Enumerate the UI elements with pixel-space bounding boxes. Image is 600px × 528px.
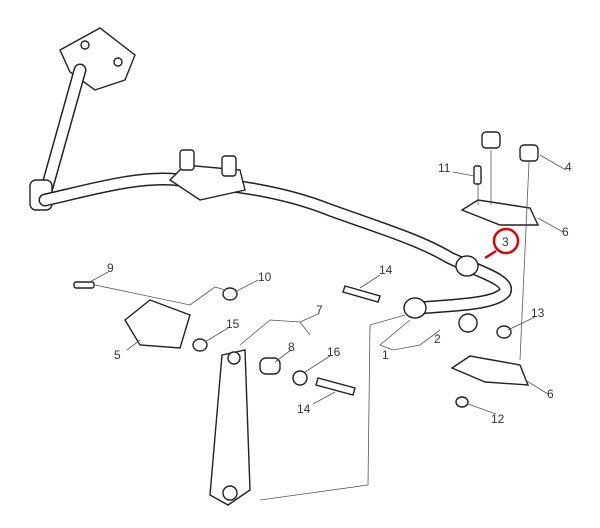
callout-10: 10	[258, 270, 272, 284]
bolt-part-14-upper	[342, 285, 381, 303]
stabilizer-bar	[38, 149, 512, 319]
bracket-part-6-upper	[460, 199, 540, 226]
bracket-part-6-lower	[450, 355, 530, 386]
callout-3[interactable]: 3	[502, 235, 509, 249]
washer-part-15	[192, 338, 208, 352]
bushing-part-2	[458, 313, 478, 333]
washer-part-16	[292, 370, 308, 386]
nut-part-12	[455, 396, 469, 408]
callout-1: 1	[382, 348, 389, 362]
bushing-part-4a	[481, 131, 501, 149]
callout-6-lower: 6	[547, 387, 554, 401]
plate-part-5	[124, 299, 191, 349]
nut-part-10	[222, 287, 238, 301]
callout-9: 9	[107, 261, 114, 275]
callout-12: 12	[491, 412, 505, 426]
callout-5: 5	[114, 348, 121, 362]
callout-6-upper: 6	[562, 225, 569, 239]
callout-11: 11	[438, 161, 451, 175]
leader-lines	[87, 150, 567, 501]
bolt-part-14-lower	[315, 377, 356, 396]
highlight-part-3[interactable]	[484, 227, 520, 260]
callout-2: 2	[434, 332, 441, 346]
left-mount-arm	[29, 27, 136, 211]
callout-8: 8	[288, 340, 295, 354]
callout-14-lower: 14	[297, 402, 311, 416]
callout-15: 15	[226, 317, 240, 331]
nut-part-13	[496, 325, 512, 339]
callout-7: 7	[316, 303, 323, 317]
callout-4: 4	[565, 160, 572, 174]
bolt-part-11	[473, 165, 482, 185]
link-part-7	[209, 349, 251, 506]
bolt-part-9	[73, 281, 95, 289]
bushing-part-4b	[519, 144, 539, 162]
callout-13: 13	[531, 306, 545, 320]
callout-14-upper: 14	[379, 263, 393, 277]
callout-16: 16	[327, 345, 341, 359]
